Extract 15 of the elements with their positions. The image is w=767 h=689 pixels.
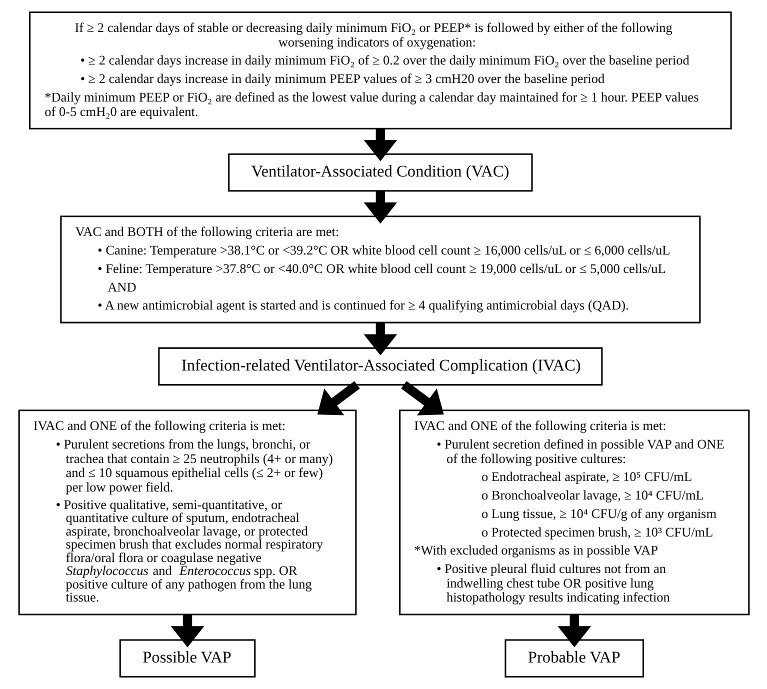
node-box: VAC and BOTH of the following criteria are met: • Canine: Temperature >38.1°C or <39.2°C OR white blood cell count ≥ 16,000 cells/uL or ≤ 6,000 cells/uL • Feline: Temperature >37.8°C or <40.0°C OR white blood cell count ≥ 19,000 cells/uL or ≤ 5,000 cells/uL AND • A new antimicrobial agent is started and is continued for ≥ 4 qualifying antimicrobial days (QAD). — [60, 216, 700, 324]
arrow — [316, 381, 360, 416]
arrow — [170, 614, 204, 648]
node-box: Possible VAP — [118, 639, 256, 678]
arrow — [363, 128, 397, 162]
node-box: IVAC and ONE of the following criteria is met: • Purulent secretions from the lungs, bronchi, or trachea that contain ≥ 25 neutrophils (4+ or many) and ≤ 10 squamous epithelial cells (≤ 2+ or few) per low power field. • Positive qualitative, semi-quantitative, or quantitative culture of sputum, endotracheal aspirate, bronchoalveolar lavage, or protected specimen brush that excludes normal respiratory flora/oral flora or coagulase negative Staphylococcus and Enterococcus spp. OR positive culture of any pathogen from the lung tissue. — [18, 410, 356, 616]
arrow — [363, 190, 397, 224]
arrow — [557, 614, 591, 648]
node-box: If ≥ 2 calendar days of stable or decreasing daily minimum FiO₂ or PEEP* is followed by either of the following worsening indicators of oxygenation: • ≥ 2 calendar days increase in daily minimum FiO₂ of ≥ 0.2 over the daily minimum FiO₂ over the baseline period • ≥ 2 calendar days increase in daily minimum PEEP values of ≥ 3 cmH20 over the baseline period *Daily minimum PEEP or FiO₂ are defined as the lowest value during a calendar day maintained for ≥ 1 hour. PEEP values of 0-5 cmH₂0 are equivalent. — [28, 11, 732, 130]
arrow — [400, 381, 444, 416]
arrow — [363, 322, 397, 356]
node-box: IVAC and ONE of the following criteria is met: • Purulent secretion defined in possible VAP and ONE of the following positive cultures: o Endotracheal aspirate, ≥ 10⁵ CFU/mL o Bronchoalveolar lavage, ≥ 10⁴ CFU/mL o Lung tissue, ≥ 10⁴ CFU/g of any organism o Protected specimen brush, ≥ 10³ CFU/mL *With excluded organisms as in possible VAP • Positive pleural fluid cultures not from an indwelling chest tube OR positive lung histopathology results indicating infection — [398, 410, 750, 616]
node-box: Infection-related Ventilator-Associated Complication (IVAC) — [158, 347, 602, 386]
node-box: Ventilator-Associated Condition (VAC) — [228, 153, 532, 192]
node-box: Probable VAP — [504, 639, 644, 678]
